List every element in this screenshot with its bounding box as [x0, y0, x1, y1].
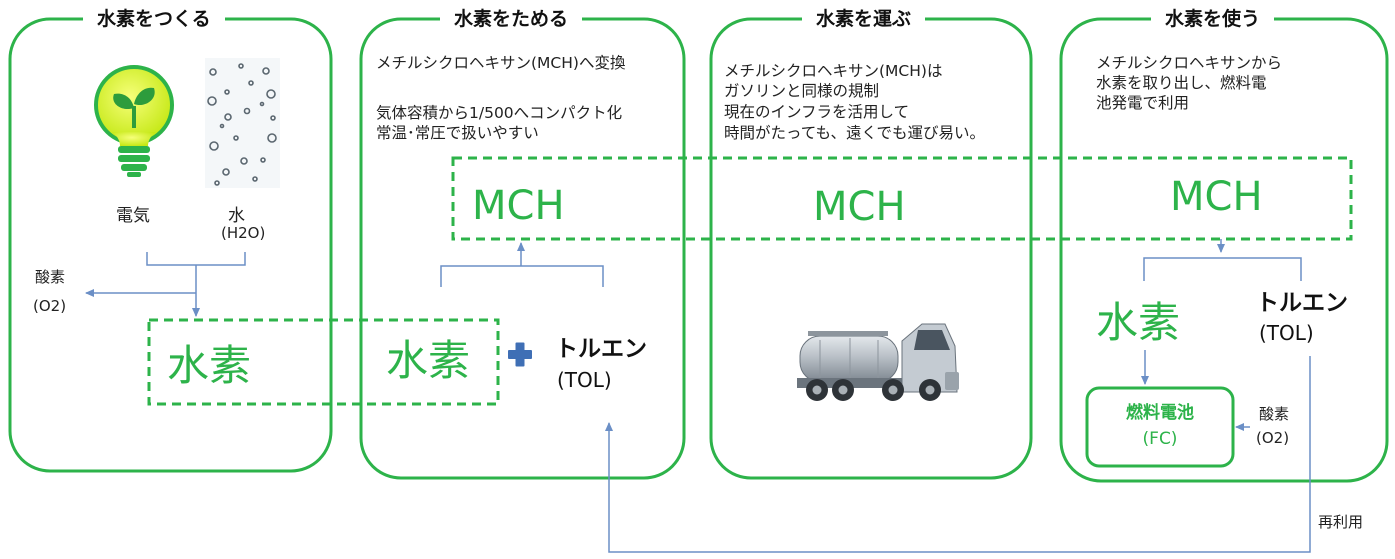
panel-title-transport: 水素を運ぶ	[802, 7, 926, 31]
water-label: 水	[228, 206, 245, 226]
use-desc-line-1: メチルシクロヘキサンから	[1096, 54, 1283, 72]
transport-desc-line-4: 時間がたっても、遠くでも運び易い。	[724, 124, 986, 142]
transport-desc-line-1: メチルシクロヘキサン(MCH)は	[724, 62, 943, 80]
panel-store-border	[359, 17, 686, 480]
split-bracket-use	[1143, 257, 1302, 281]
toluene-abbr-store: (TOL)	[557, 368, 612, 392]
plus-icon	[508, 342, 532, 367]
hydrogen-dashed-box	[147, 318, 500, 406]
toluene-label-store: トルエン	[555, 336, 647, 362]
mch-label-use: MCH	[1170, 174, 1263, 220]
store-desc-line-1: メチルシクロヘキサン(MCH)へ変換	[376, 54, 626, 72]
mch-label-store: MCH	[472, 183, 565, 229]
mch-dashed-box	[451, 156, 1353, 241]
panel-title-make: 水素をつくる	[83, 7, 225, 31]
mch-label-transport: MCH	[813, 184, 906, 230]
hydrogen-label-make: 水素	[167, 341, 252, 390]
tanker-truck-icon	[797, 323, 959, 401]
water-formula: (H2O)	[221, 224, 266, 242]
oxygen-left-label: 酸素	[35, 268, 66, 286]
electricity-label: 電気	[116, 206, 150, 226]
fuel-cell-box	[1085, 386, 1235, 468]
oxygen-left-formula: (O2)	[33, 297, 67, 315]
water-bubbles-image	[205, 58, 280, 188]
use-desc-line-2: 水素を取り出し、燃料電	[1096, 74, 1267, 92]
hydrogen-label-store: 水素	[386, 336, 471, 385]
store-desc-line-3: 気体容積から1/500へコンパクト化	[376, 104, 623, 122]
fuel-cell-label: 燃料電池	[1126, 403, 1194, 423]
use-desc-line-3: 池発電で利用	[1096, 94, 1190, 112]
panel-title-store: 水素をためる	[440, 7, 583, 31]
store-desc-line-4: 常温･常圧で扱いやすい	[376, 124, 539, 142]
oxygen-right-formula: (O2)	[1256, 429, 1290, 447]
transport-desc-line-2: ガソリンと同様の規制	[724, 82, 880, 100]
fuel-cell-abbr: (FC)	[1142, 429, 1178, 449]
toluene-abbr-use: (TOL)	[1259, 321, 1314, 345]
hydrogen-label-use: 水素	[1096, 298, 1181, 347]
toluene-recycle-line	[605, 356, 1311, 553]
oxygen-right-label: 酸素	[1259, 405, 1290, 423]
lightbulb-sprout-icon	[94, 65, 174, 177]
merge-bracket-store	[440, 265, 604, 287]
toluene-label-use: トルエン	[1256, 290, 1348, 316]
transport-desc-line-3: 現在のインフラを活用して	[724, 103, 910, 121]
panel-title-use: 水素を使う	[1151, 7, 1275, 31]
reuse-label: 再利用	[1318, 513, 1364, 531]
merge-bracket-make	[146, 252, 246, 266]
